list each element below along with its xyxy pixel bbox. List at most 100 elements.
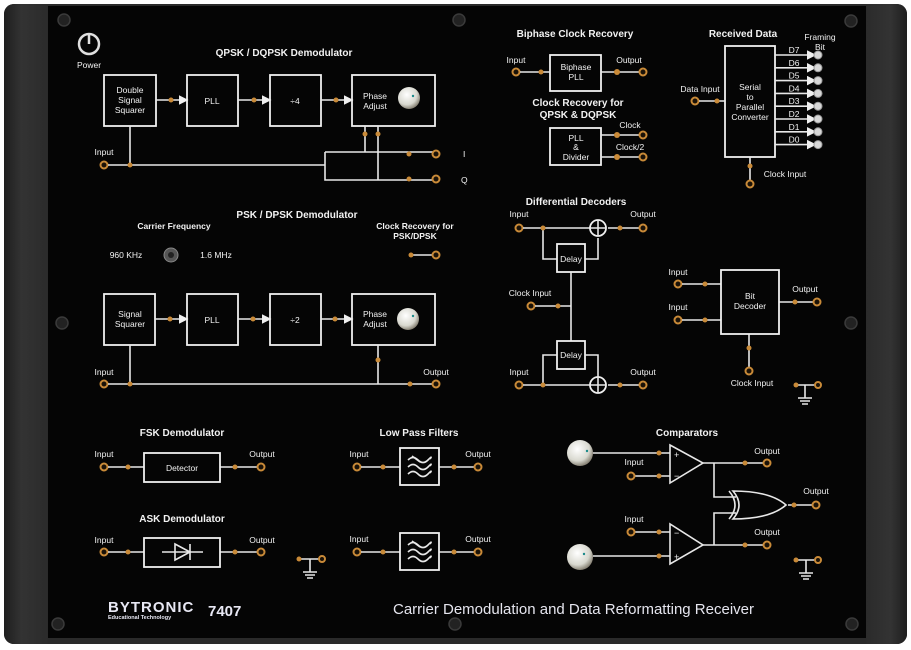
- lpf-input-socket[interactable]: [352, 462, 362, 472]
- block-label: Biphase: [561, 62, 592, 72]
- qpsk-i-socket[interactable]: [431, 149, 441, 159]
- q-label: Q: [461, 175, 468, 185]
- qpsk-q-socket[interactable]: [431, 174, 441, 184]
- received-data: Received Data Framing Bit Serial to Para…: [680, 29, 836, 189]
- fsk-output-socket[interactable]: [256, 462, 266, 472]
- differential-title: Differential Decoders: [526, 197, 627, 208]
- lpf-input-socket[interactable]: [352, 547, 362, 557]
- bit-label: D6: [789, 58, 800, 68]
- bit-decoder-block: [720, 269, 780, 335]
- diode-icon: [162, 542, 203, 562]
- bit-led-socket[interactable]: [813, 101, 823, 111]
- bit-led-socket[interactable]: [813, 76, 823, 86]
- bit-decoder-input-1-socket[interactable]: [673, 279, 683, 289]
- comparators: Comparators + − − + Input Input Output O…: [567, 428, 829, 580]
- clock-input-label: Clock Input: [731, 378, 774, 388]
- data-bit-output: D7: [775, 45, 823, 60]
- input-label: Input: [507, 55, 527, 65]
- bit-led-socket[interactable]: [813, 63, 823, 73]
- block-label: Signal: [118, 309, 142, 319]
- clock-half-socket[interactable]: [638, 152, 648, 162]
- psk-clock-socket[interactable]: [431, 250, 441, 260]
- bit-led-socket[interactable]: [813, 50, 823, 60]
- block-label: Adjust: [363, 319, 387, 329]
- biphase-output-socket[interactable]: [638, 67, 648, 77]
- pll-divider-block: [549, 127, 602, 166]
- psk-output-socket[interactable]: [431, 379, 441, 389]
- comparator-2-input-socket[interactable]: [626, 527, 636, 537]
- bit-decoder-input-2-socket[interactable]: [673, 315, 683, 325]
- front-panel: Power QPSK / DQPSK Demodulator Double Si…: [48, 6, 866, 638]
- diff-input-1-socket[interactable]: [514, 223, 524, 233]
- input-label: Input: [95, 449, 115, 459]
- bit-led-socket[interactable]: [813, 127, 823, 137]
- lpf-block: [399, 532, 440, 571]
- block-label: Detector: [166, 463, 198, 473]
- biphase-title: Biphase Clock Recovery: [517, 29, 634, 40]
- lpf-output-socket[interactable]: [473, 462, 483, 472]
- output-label: Output: [630, 209, 656, 219]
- ask-output-socket[interactable]: [256, 547, 266, 557]
- diff-clock-socket[interactable]: [526, 301, 536, 311]
- input-label: Input: [625, 457, 645, 467]
- bit-led-socket[interactable]: [813, 114, 823, 124]
- psk-phase-knob[interactable]: [397, 308, 419, 330]
- comparator-threshold-knob-2[interactable]: [567, 544, 593, 570]
- output-label: Output: [803, 486, 829, 496]
- input-label: Input: [625, 514, 645, 524]
- ground-socket[interactable]: [814, 556, 822, 564]
- psk-demodulator: PSK / DPSK Demodulator Carrier Frequency…: [95, 210, 454, 389]
- fsk-input-socket[interactable]: [99, 462, 109, 472]
- received-data-title: Received Data: [709, 29, 778, 40]
- ask-title: ASK Demodulator: [139, 514, 225, 525]
- bit-led-socket[interactable]: [813, 140, 823, 150]
- clock-recovery-label: Clock Recovery for: [376, 221, 454, 231]
- qpsk-demodulator: QPSK / DQPSK Demodulator Double Signal S…: [95, 48, 468, 185]
- diff-output-1-socket[interactable]: [638, 223, 648, 233]
- fsk-title: FSK Demodulator: [140, 428, 225, 439]
- comparator-1-icon: [669, 443, 705, 485]
- block-label: ÷4: [290, 96, 300, 106]
- ground-icon: [296, 555, 326, 579]
- fsk-demodulator: FSK Demodulator Input Detector Output: [95, 428, 275, 483]
- ground-socket[interactable]: [318, 555, 326, 563]
- ask-input-socket[interactable]: [99, 547, 109, 557]
- lpf-block: [399, 447, 440, 486]
- ground-socket[interactable]: [814, 381, 822, 389]
- bit-led-socket[interactable]: [813, 88, 823, 98]
- data-bit-output: D0: [775, 135, 823, 150]
- xor-output-socket[interactable]: [811, 500, 821, 510]
- comparator-1-output-socket[interactable]: [762, 458, 772, 468]
- bit-label: D4: [789, 83, 800, 93]
- clock-socket[interactable]: [638, 130, 648, 140]
- block-label: PLL: [204, 96, 219, 106]
- received-clock-socket[interactable]: [745, 179, 755, 189]
- detector-block: [143, 452, 221, 483]
- block-label: Phase: [363, 309, 387, 319]
- data-bit-output: D1: [775, 122, 823, 137]
- bit-decoder-clock-socket[interactable]: [744, 366, 754, 376]
- comparator-1-input-socket[interactable]: [626, 471, 636, 481]
- diff-output-2-socket[interactable]: [638, 380, 648, 390]
- bit-decoder-output-socket[interactable]: [812, 297, 822, 307]
- comparator-2-output-socket[interactable]: [762, 540, 772, 550]
- block-label: Serial: [739, 82, 761, 92]
- power-button[interactable]: Power: [77, 32, 101, 70]
- comparator-threshold-knob-1[interactable]: [567, 440, 593, 466]
- lpf-output-socket[interactable]: [473, 547, 483, 557]
- block-label: Squarer: [115, 105, 145, 115]
- qpsk-phase-knob[interactable]: [398, 87, 420, 109]
- biphase-clock-recovery: Biphase Clock Recovery Input Biphase PLL…: [507, 29, 648, 92]
- psk-input-socket[interactable]: [99, 379, 109, 389]
- minus-label: −: [674, 528, 679, 538]
- block-label: ÷2: [290, 315, 300, 325]
- output-label: Output: [792, 284, 818, 294]
- input-label: Input: [669, 267, 689, 277]
- bit-label: D5: [789, 71, 800, 81]
- biphase-input-socket[interactable]: [511, 67, 521, 77]
- qpsk-input-socket[interactable]: [99, 160, 109, 170]
- diff-input-2-socket[interactable]: [514, 380, 524, 390]
- phase-adjust-block: [351, 74, 436, 127]
- data-input-socket[interactable]: [690, 96, 700, 106]
